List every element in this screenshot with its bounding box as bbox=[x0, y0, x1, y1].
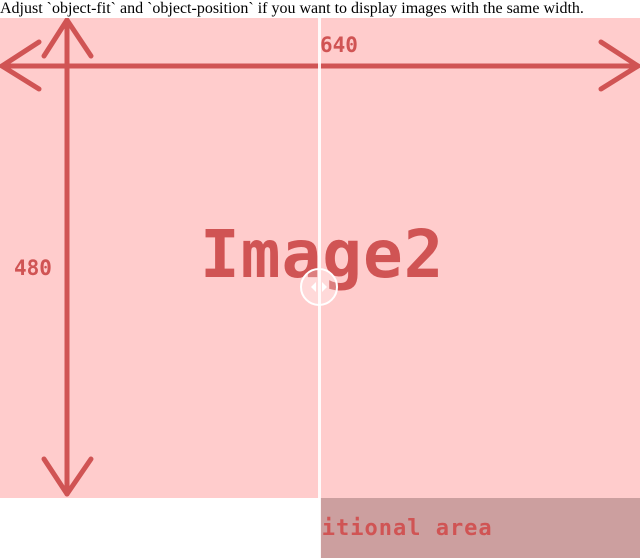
dimension-arrows-icon bbox=[320, 39, 640, 92]
before-image-background bbox=[0, 18, 320, 498]
before-image-pane: 640 480 Image1 bbox=[0, 18, 320, 558]
width-label: 640 bbox=[320, 33, 358, 57]
after-image: 640 Image2 Additional area bbox=[320, 18, 640, 558]
additional-area bbox=[320, 498, 640, 558]
arrows-left-right-icon bbox=[311, 282, 327, 292]
height-label: 480 bbox=[14, 256, 52, 280]
instruction-text: Adjust `object-fit` and `object-position… bbox=[0, 0, 584, 17]
dimension-arrows-icon bbox=[0, 18, 320, 497]
after-image-pane: 640 Image2 Additional area bbox=[320, 18, 640, 558]
before-image: 640 480 Image1 bbox=[0, 18, 320, 558]
slider-handle[interactable] bbox=[300, 268, 338, 306]
additional-area-label: Additional area bbox=[320, 516, 493, 541]
after-image-background bbox=[320, 18, 640, 498]
image-comparison-slider[interactable]: 640 480 Image1 640 Image2 Additional are… bbox=[0, 18, 640, 558]
image-title: Image2 bbox=[320, 216, 445, 293]
